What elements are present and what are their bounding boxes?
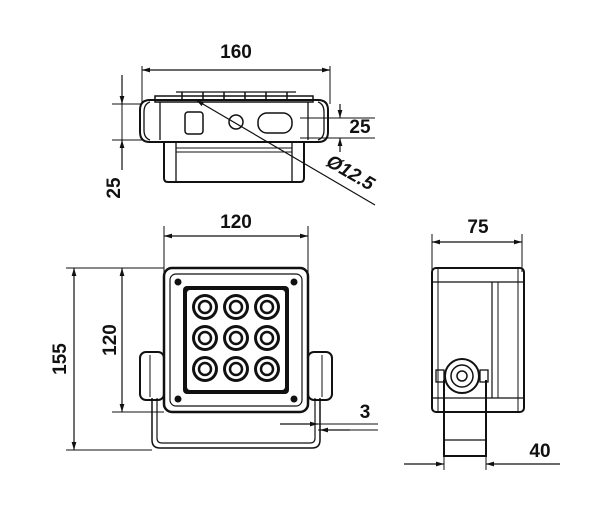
u-bracket — [151, 398, 321, 449]
screw-icon — [290, 278, 298, 286]
dim-label-top-side-height: 25 — [104, 177, 125, 199]
dim-label-front-total-height: 155 — [50, 343, 71, 375]
top-view: 160 — [104, 42, 379, 206]
led-icon — [192, 356, 218, 382]
dim-label-side-bracket-width: 40 — [529, 441, 550, 462]
top-ribs — [176, 91, 296, 100]
handle-right — [307, 351, 333, 401]
led-icon — [223, 294, 249, 320]
side-bracket — [443, 380, 487, 457]
top-housing — [139, 99, 329, 143]
side-housing — [431, 267, 525, 413]
pivot-knob — [444, 358, 480, 394]
screw-icon — [174, 395, 182, 403]
led-icon — [192, 325, 218, 351]
led-icon — [223, 356, 249, 382]
side-view: 75 40 — [404, 217, 560, 470]
led-icon — [223, 325, 249, 351]
pivot-bolt-icon — [456, 370, 468, 382]
dim-label-side-depth: 75 — [467, 217, 489, 238]
led-icon — [254, 294, 280, 320]
dim-label-hole-diameter: Ø12.5 — [323, 151, 379, 195]
front-view: 120 155 120 3 — [50, 212, 378, 451]
top-slot-left — [184, 111, 204, 135]
dim-label-front-width: 120 — [220, 212, 252, 233]
screw-icon — [290, 395, 298, 403]
top-lower-block — [163, 142, 305, 183]
dim-label-top-width: 160 — [220, 42, 252, 63]
mount-hole — [228, 114, 244, 130]
handle-left — [139, 351, 165, 401]
dim-label-bracket-thickness: 3 — [360, 402, 371, 423]
top-slot-right — [257, 112, 293, 134]
led-icon — [192, 294, 218, 320]
front-housing — [162, 266, 310, 414]
led-grid — [192, 294, 280, 382]
dim-leader-hole — [195, 99, 376, 206]
dim-label-top-protrusion: 25 — [349, 117, 371, 138]
screw-icon — [174, 278, 182, 286]
led-icon — [254, 325, 280, 351]
dim-label-front-inner-height: 120 — [100, 324, 121, 356]
led-icon — [254, 356, 280, 382]
